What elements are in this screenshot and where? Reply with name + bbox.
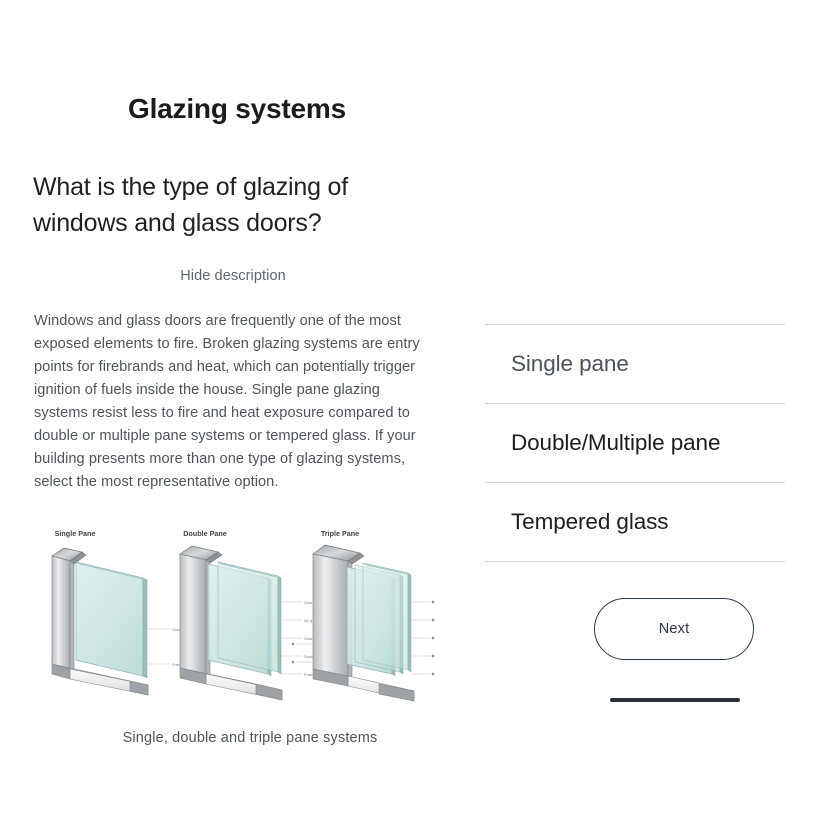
- answer-option-label: Double/Multiple pane: [511, 430, 721, 455]
- svg-text:Double Pane: Double Pane: [183, 529, 227, 538]
- answer-options-list: Single pane Double/Multiple pane Tempere…: [485, 324, 785, 562]
- svg-text:Glass: Glass: [172, 627, 182, 632]
- svg-text:Frame: Frame: [304, 672, 316, 677]
- svg-text:Single Pane: Single Pane: [55, 529, 96, 538]
- answer-separator-2: [485, 482, 785, 483]
- answer-separator-top: [485, 324, 785, 325]
- page-title: Glazing systems: [128, 93, 346, 124]
- single-pane-diagram: Single Pane Glass: [51, 529, 184, 696]
- question-text: What is the type of glazing of windows a…: [33, 173, 349, 237]
- answer-option-tempered-glass[interactable]: Tempered glass: [485, 483, 785, 561]
- answer-option-label: Tempered glass: [511, 509, 669, 534]
- svg-text:Triple Pane: Triple Pane: [321, 529, 359, 538]
- answer-option-single-pane[interactable]: Single pane: [485, 325, 785, 403]
- next-button-label: Next: [658, 621, 690, 637]
- answer-option-label: Single pane: [511, 351, 629, 376]
- question-description: Windows and glass doors are frequently o…: [34, 313, 420, 491]
- svg-text:Glass: Glass: [304, 600, 314, 605]
- home-indicator-bar: [610, 698, 740, 702]
- triple-pane-diagram: Triple Pane: [291, 529, 435, 702]
- svg-text:Air gap: Air gap: [304, 618, 317, 623]
- svg-text:Frame: Frame: [172, 662, 184, 667]
- double-pane-diagram: Double Pane: [179, 529, 317, 701]
- svg-text:Glass: Glass: [304, 636, 314, 641]
- answer-separator-1: [485, 403, 785, 404]
- svg-text:Spacer: Spacer: [304, 654, 317, 659]
- next-button[interactable]: Next: [594, 598, 754, 660]
- glazing-diagram-illustration: Single Pane Glass: [51, 529, 435, 702]
- hide-description-toggle[interactable]: Hide description: [180, 268, 286, 284]
- answer-separator-bottom: [485, 561, 785, 562]
- figure-caption: Single, double and triple pane systems: [122, 730, 378, 746]
- glazing-diagram-figure: Single Pane Glass: [30, 524, 470, 759]
- answer-option-double-multiple-pane[interactable]: Double/Multiple pane: [485, 404, 785, 482]
